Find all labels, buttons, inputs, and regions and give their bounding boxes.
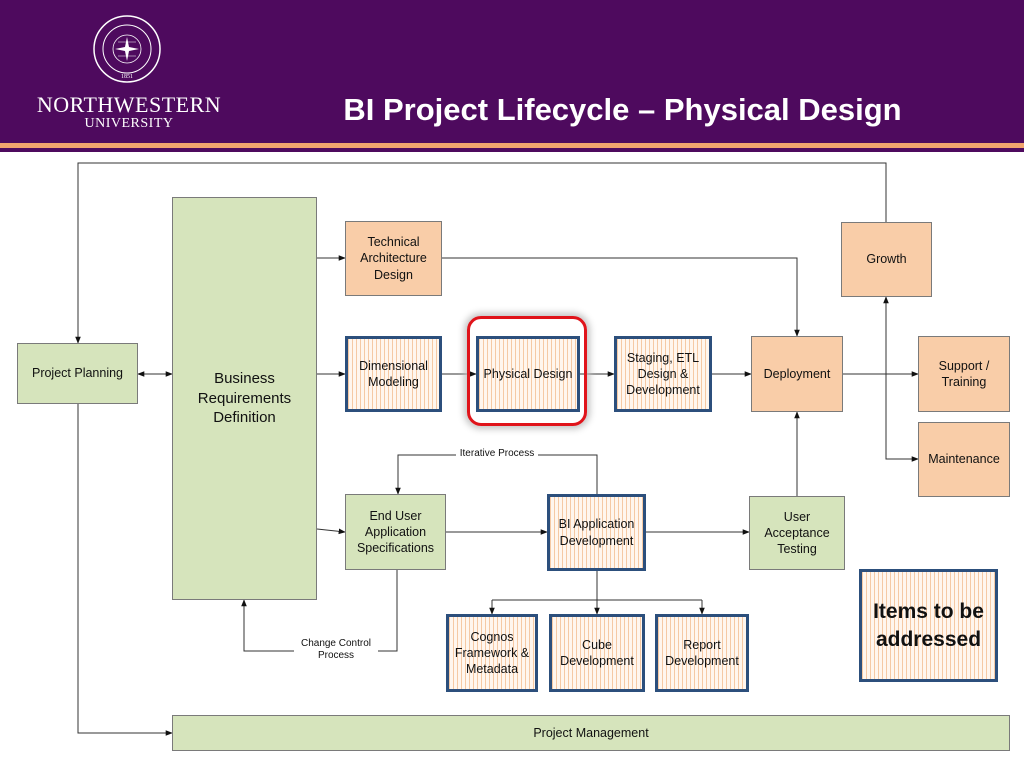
university-seal-icon: 1851 [93, 15, 161, 83]
end-user-app-specs-box: End User Application Specifications [345, 494, 446, 570]
legend-label: Items to be addressed [873, 600, 984, 651]
cube-development-label: Cube Development [560, 637, 634, 668]
business-requirements-box: Business Requirements Definition [172, 197, 317, 600]
maintenance-label: Maintenance [928, 452, 1000, 467]
dimensional-modeling-label: Dimensional Modeling [359, 358, 428, 389]
header-accent-stripe [0, 143, 1024, 148]
support-training-label: Support / Training [938, 358, 990, 389]
staging-etl-box: Staging, ETL Design & Development [614, 336, 712, 412]
deployment-box: Deployment [751, 336, 843, 412]
cube-development-box: Cube Development [549, 614, 645, 692]
maintenance-box: Maintenance [918, 422, 1010, 497]
university-subtitle: UNIVERSITY [84, 116, 174, 131]
physical-design-label: Physical Design [483, 366, 573, 381]
connector-tech-to-deployment [442, 257, 800, 337]
report-development-box: Report Development [655, 614, 749, 692]
header-bottom-stripe [0, 148, 1024, 152]
cognos-framework-box: Cognos Framework & Metadata [446, 614, 538, 692]
iterative-process-label: Iterative Process [456, 448, 538, 460]
deployment-label: Deployment [763, 366, 831, 381]
connector-to-maintenance [885, 374, 919, 462]
connector-req-to-enduser [316, 528, 346, 535]
technical-architecture-label: Technical Architecture Design [360, 235, 427, 282]
business-requirements-label: Business Requirements Definition [197, 370, 292, 427]
cognos-framework-label: Cognos Framework & Metadata [454, 629, 530, 677]
legend-box: Items to be addressed [859, 569, 998, 682]
bi-app-development-box: BI Application Development [547, 494, 646, 571]
page-title: BI Project Lifecycle – Physical Design [343, 92, 902, 127]
staging-etl-label: Staging, ETL Design & Development [626, 350, 700, 398]
seal-year: 1851 [121, 74, 133, 80]
physical-design-box: Physical Design [476, 336, 580, 412]
connector-planning-to-management [77, 404, 173, 736]
report-development-label: Report Development [665, 637, 739, 668]
connector-iterative-process [395, 454, 598, 495]
user-acceptance-testing-label: User Acceptance Testing [764, 509, 830, 557]
technical-architecture-box: Technical Architecture Design [345, 221, 442, 296]
project-planning-label: Project Planning [31, 366, 124, 381]
project-planning-box: Project Planning [17, 343, 138, 404]
dimensional-modeling-box: Dimensional Modeling [345, 336, 442, 412]
connector-growth-to-planning [75, 162, 887, 344]
project-management-box: Project Management [172, 715, 1010, 751]
university-name: NORTHWESTERN [36, 92, 222, 117]
growth-label: Growth [866, 252, 907, 267]
growth-box: Growth [841, 222, 932, 297]
change-control-label: Change Control Process [294, 638, 378, 662]
support-training-box: Support / Training [918, 336, 1010, 412]
user-acceptance-testing-box: User Acceptance Testing [749, 496, 845, 570]
header-banner [0, 0, 1024, 143]
bi-app-development-label: BI Application Development [558, 517, 635, 548]
end-user-app-specs-label: End User Application Specifications [356, 508, 435, 556]
project-management-label: Project Management [533, 725, 649, 740]
physical-design-highlight [467, 316, 587, 426]
